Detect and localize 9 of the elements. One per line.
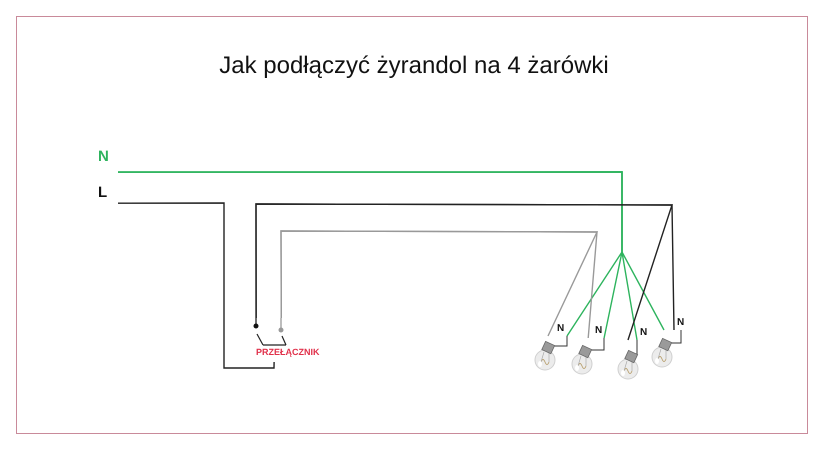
wire-label: N <box>98 148 118 176</box>
terminal-label: N <box>677 317 684 328</box>
terminal-label: N <box>557 323 564 334</box>
terminal-label: N <box>595 325 602 336</box>
wire <box>118 202 275 369</box>
terminal-label: N <box>640 327 648 338</box>
switch-label: PRZEŁĄCZNIK <box>256 347 320 357</box>
diagram-title: Jak podłączyć żyrandol na 4 żarówki <box>218 52 610 80</box>
wire-label: L <box>98 184 118 208</box>
